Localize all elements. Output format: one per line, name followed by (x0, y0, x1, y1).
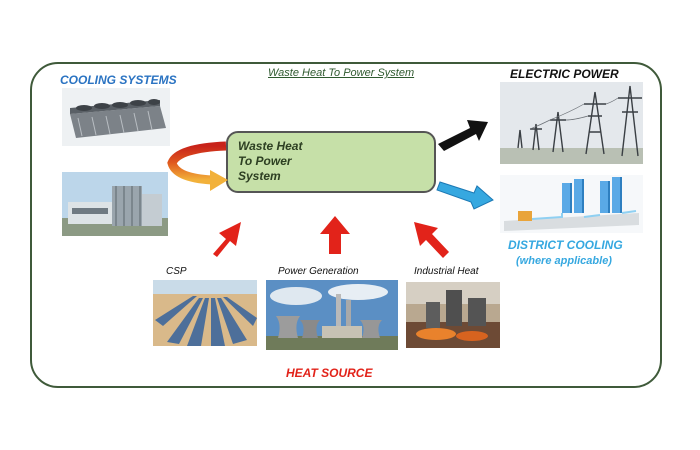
district-cooling-note: (where applicable) (516, 255, 612, 267)
heat-source-label: HEAT SOURCE (286, 366, 373, 380)
cooling-loop-arrowhead (210, 170, 228, 191)
cooling-plant-image (62, 172, 168, 236)
heat-arrow-power-generation (320, 216, 350, 254)
waste-heat-to-power-box: Waste Heat To Power System (226, 131, 436, 193)
power-generation-image (266, 280, 398, 350)
electric-power-image (500, 82, 643, 164)
cooling-unit-image (62, 88, 170, 146)
power-generation-label: Power Generation (278, 266, 359, 277)
system-frame (30, 62, 662, 388)
heat-arrow-csp (213, 222, 241, 257)
district-cooling-arrow (436, 181, 494, 210)
cooling-loop-arrow (167, 141, 227, 185)
district-cooling-image (500, 175, 643, 233)
heat-arrow-industrial (414, 222, 449, 258)
central-box-line-1: Waste Heat (238, 139, 303, 153)
electric-power-label: ELECTRIC POWER (510, 67, 619, 81)
central-box-line-3: System (238, 169, 281, 183)
electric-power-arrow (438, 120, 488, 151)
district-cooling-label: DISTRICT COOLING (508, 238, 623, 252)
industrial-heat-image (406, 282, 500, 348)
central-box-line-2: To Power (238, 154, 292, 168)
cooling-systems-label: COOLING SYSTEMS (60, 73, 177, 87)
diagram-title: Waste Heat To Power System (268, 67, 415, 79)
csp-image (153, 280, 257, 346)
industrial-heat-label: Industrial Heat (414, 266, 479, 277)
csp-label: CSP (166, 266, 187, 277)
